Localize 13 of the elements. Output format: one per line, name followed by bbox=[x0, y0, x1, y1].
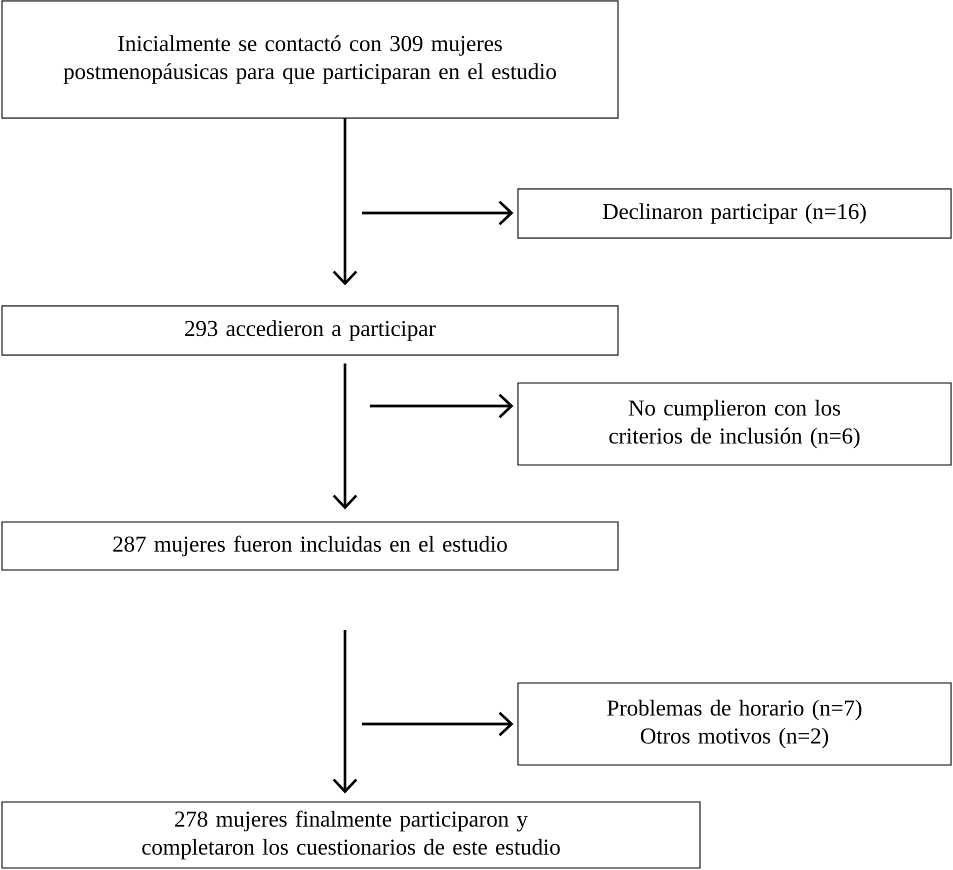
arrow bbox=[332, 118, 358, 286]
process-box: Problemas de horario (n=7) Otros motivos (n=2) bbox=[517, 682, 952, 766]
arrow bbox=[362, 712, 514, 736]
arrow bbox=[332, 630, 358, 794]
arrow bbox=[362, 200, 514, 226]
process-box: 293 accedieron a participar bbox=[1, 305, 619, 356]
process-box: Declinaron participar (n=16) bbox=[517, 188, 952, 239]
arrow bbox=[332, 364, 358, 510]
process-box: 287 mujeres fueron incluidas en el estudio bbox=[1, 521, 619, 571]
process-box: 278 mujeres finalmente participaron y completaron los cuestionarios de este estudio bbox=[1, 801, 701, 869]
process-box: Inicialmente se contactó con 309 mujeres postmenopáusicas para que participaran en el estudio bbox=[1, 0, 619, 119]
process-box: No cumplieron con los criterios de inclusión (n=6) bbox=[517, 382, 952, 466]
arrow bbox=[370, 394, 514, 418]
